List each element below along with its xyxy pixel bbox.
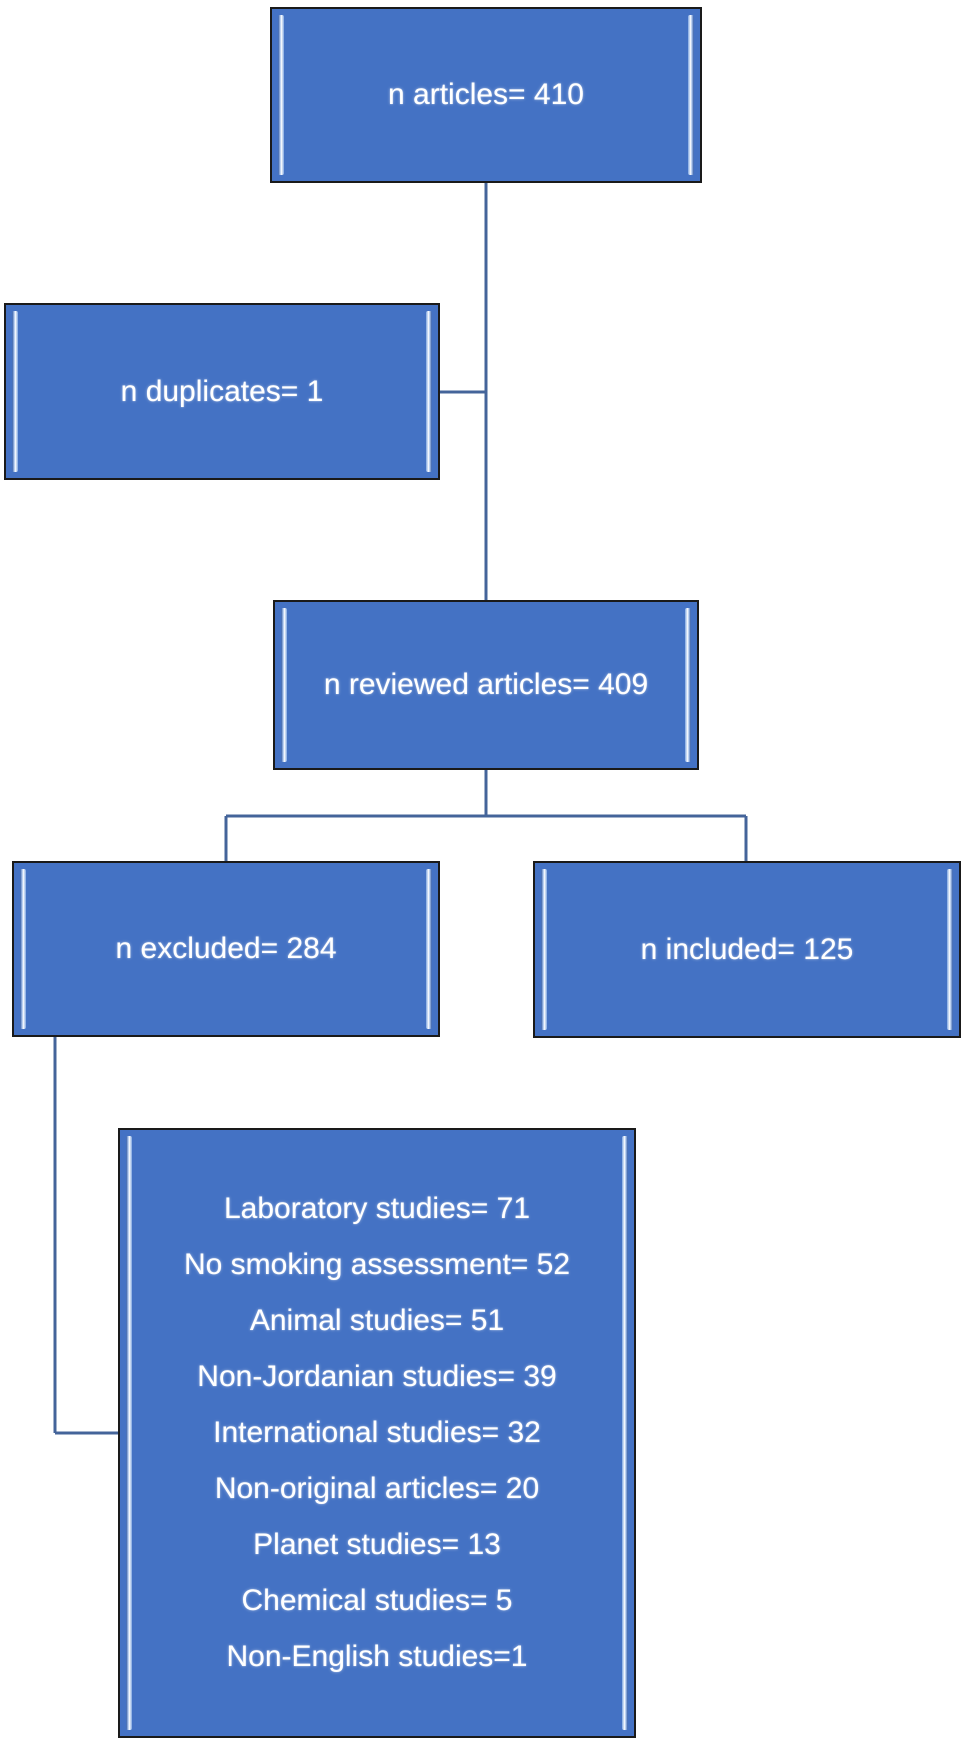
- reviewed-box: n reviewed articles= 409: [273, 600, 699, 770]
- duplicates-box: n duplicates= 1: [4, 303, 440, 480]
- exclusion-reason: No smoking assessment= 52: [183, 1248, 570, 1281]
- articles-label: n articles= 410: [388, 78, 584, 111]
- exclusion-reason: Non-Jordanian studies= 39: [197, 1360, 557, 1393]
- excluded-label: n excluded= 284: [115, 932, 337, 965]
- exclusion-reason: Animal studies= 51: [249, 1304, 505, 1337]
- duplicates-label: n duplicates= 1: [120, 374, 324, 408]
- exclusion-reason: Non-original articles= 20: [214, 1472, 540, 1505]
- reviewed-label: n reviewed articles= 409: [323, 668, 649, 701]
- exclusion-reason: Non-English studies=1: [226, 1640, 528, 1673]
- exclusion-reason: Chemical studies= 5: [241, 1584, 513, 1617]
- exclusion-reason: Laboratory studies= 71: [223, 1192, 531, 1225]
- articles-box: n articles= 410: [270, 7, 702, 183]
- included-label: n included= 125: [640, 932, 854, 966]
- excluded-box: n excluded= 284: [12, 861, 440, 1037]
- exclusion-reasons-box: Laboratory studies= 71 No smoking assess…: [118, 1128, 636, 1738]
- exclusion-reason: Planet studies= 13: [253, 1528, 501, 1561]
- exclusion-reason: International studies= 32: [213, 1416, 541, 1449]
- included-box: n included= 125: [533, 861, 961, 1038]
